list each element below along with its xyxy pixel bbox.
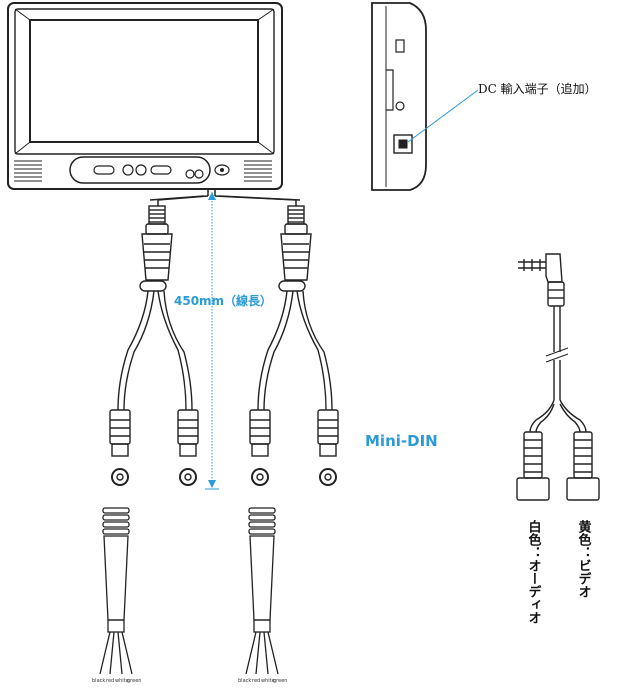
- dc-input-label: DC 輸入端子（追加）: [478, 81, 597, 96]
- mini-din-end-left: [99, 507, 133, 675]
- button-circle-1: [122, 164, 134, 176]
- connector-type-label: Mini-DIN: [365, 432, 438, 450]
- speaker-grille-left: [14, 160, 42, 182]
- wire-label-white: white: [261, 678, 275, 684]
- side-jack: [395, 101, 405, 111]
- cable-length-label: 450mm（線長）: [174, 293, 272, 308]
- dc-input-port: [393, 134, 413, 154]
- length-dimension: [205, 192, 219, 490]
- wire-label-white: white: [115, 678, 129, 684]
- button-circle-2: [135, 164, 147, 176]
- wire-label-red: red: [106, 678, 114, 684]
- control-panel: [69, 156, 211, 184]
- speaker-grille-right: [244, 160, 272, 182]
- white-audio-label: 白色：オーディオ: [526, 519, 542, 624]
- button-power: [150, 165, 172, 175]
- yellow-video-label: 黄色：ビデオ: [576, 519, 592, 598]
- dc-leader-line: [407, 89, 479, 143]
- wire-color-labels-left: black red white green: [92, 678, 141, 684]
- main-cable: [149, 189, 301, 206]
- monitor-side: [371, 2, 427, 191]
- wire-label-green: green: [127, 678, 141, 684]
- y-cable-left: [109, 205, 199, 486]
- side-switch: [395, 39, 405, 53]
- ir-sensor: [214, 164, 230, 176]
- av-cable: [516, 253, 600, 501]
- mini-din-end-right: [245, 507, 279, 675]
- wire-label-green: green: [273, 678, 287, 684]
- wire-label-red: red: [252, 678, 260, 684]
- button-menu: [93, 165, 115, 175]
- led-1: [185, 169, 195, 179]
- led-2: [194, 169, 204, 179]
- wire-label-black: black: [238, 678, 251, 684]
- y-cable-right: [249, 205, 339, 486]
- wire-label-black: black: [92, 678, 105, 684]
- wire-color-labels-right: black red white green: [238, 678, 287, 684]
- monitor-front: [7, 2, 283, 190]
